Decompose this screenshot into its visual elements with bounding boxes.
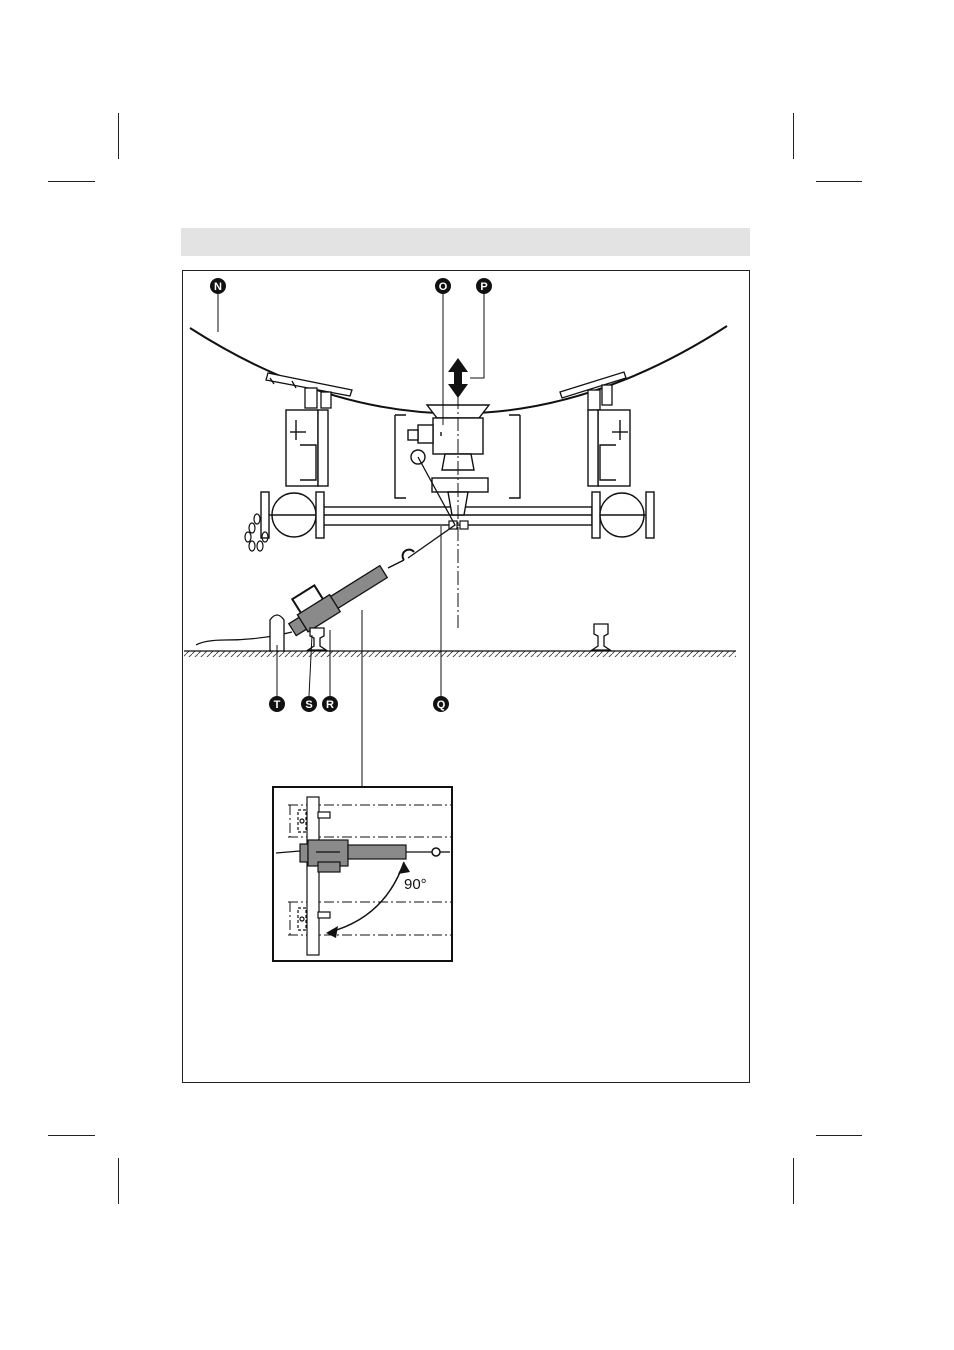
left-rail <box>305 627 329 651</box>
vertical-motion-arrow <box>448 358 468 398</box>
left-side-frame <box>285 409 329 487</box>
section-header-band <box>181 228 750 256</box>
inset-detail-view: 90° <box>272 786 453 962</box>
svg-text:N: N <box>214 281 222 293</box>
angle-label: 90° <box>404 876 427 893</box>
leader-lines <box>217 293 485 787</box>
crop-mark-top-right-vertical <box>793 113 794 159</box>
svg-text:P: P <box>480 281 487 293</box>
svg-text:O: O <box>439 281 448 293</box>
right-side-frame <box>587 409 631 487</box>
svg-text:R: R <box>326 699 334 711</box>
callout-T: T <box>269 696 285 712</box>
ground-line <box>184 650 736 657</box>
left-wheel <box>260 491 325 539</box>
crop-mark-bottom-left-vertical <box>118 1158 119 1204</box>
crop-mark-top-left-vertical <box>118 113 119 159</box>
svg-text:S: S <box>305 699 312 711</box>
crop-mark-top-left-horizontal <box>48 181 95 182</box>
callout-Q: Q <box>433 696 449 712</box>
right-wheel <box>591 491 655 539</box>
crop-mark-bottom-left-horizontal <box>48 1135 95 1136</box>
grounding-post <box>269 614 285 652</box>
svg-text:Q: Q <box>437 699 446 711</box>
right-wire-clamp <box>559 371 627 411</box>
crop-mark-bottom-right-horizontal <box>816 1135 862 1136</box>
crop-mark-bottom-right-vertical <box>793 1158 794 1204</box>
callout-S: S <box>301 696 317 712</box>
grounding-device <box>287 548 415 637</box>
callout-O: O <box>435 278 451 294</box>
right-rail <box>589 623 613 651</box>
callout-R: R <box>322 696 338 712</box>
callout-N: N <box>210 278 226 294</box>
left-wire-clamp <box>265 372 353 409</box>
figure-frame <box>182 270 750 1083</box>
callout-P: P <box>476 278 492 294</box>
hanging-chain <box>244 513 269 552</box>
connection-cable <box>407 456 456 559</box>
svg-text:T: T <box>274 699 281 711</box>
crop-mark-top-right-horizontal <box>816 181 862 182</box>
